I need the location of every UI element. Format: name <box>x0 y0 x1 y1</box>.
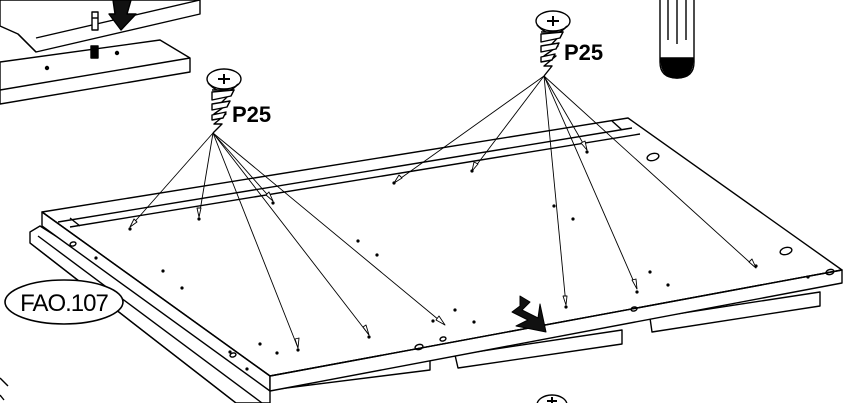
screw-leaders-left <box>129 132 446 349</box>
screw-leaders-right <box>393 75 757 306</box>
leader-arrowheads-left <box>129 191 446 349</box>
leader-arrowheads-right <box>393 140 757 306</box>
screw-label-right: P25 <box>564 40 603 65</box>
arrow-down-icon <box>108 0 137 31</box>
screwdriver-icon <box>659 0 695 79</box>
screw-label-left: P25 <box>232 102 271 127</box>
part-code-label: FAO.107 <box>20 290 108 317</box>
top-shelf-upper <box>0 0 201 53</box>
part-code-badge: FAO.107 <box>4 279 124 325</box>
screw-icon-right <box>535 10 571 77</box>
main-panel <box>41 117 843 392</box>
cam-lock-holes <box>69 152 835 358</box>
screw-icon-left <box>206 68 242 134</box>
edge-fragments <box>0 377 9 401</box>
top-shelf-lower <box>0 39 191 105</box>
dowel-icon <box>90 11 99 59</box>
arrow-down-icon <box>511 295 547 333</box>
screw-icon-bottom <box>536 394 568 408</box>
